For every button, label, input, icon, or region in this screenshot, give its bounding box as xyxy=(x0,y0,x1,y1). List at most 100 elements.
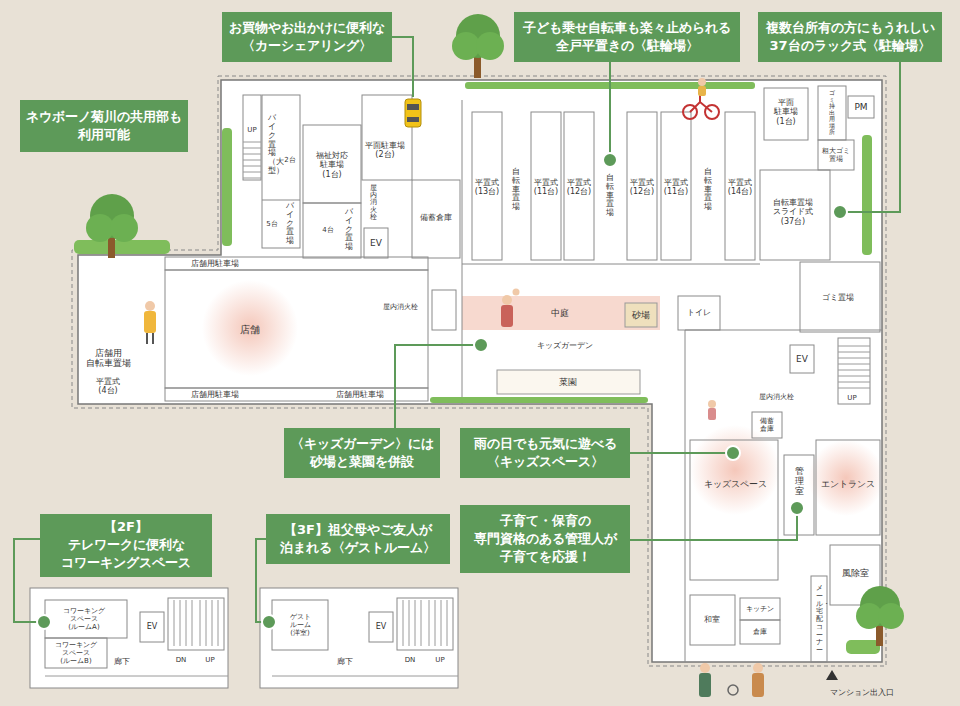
site-boundary xyxy=(72,76,886,666)
room-label: 平置式 (12台) xyxy=(564,178,594,196)
room-walls xyxy=(690,595,735,645)
room-label: ゴミ持出用場所 xyxy=(829,90,835,136)
callout-text: 【3F】祖父母やご友人が 泊まれる〈ゲストルーム〉 xyxy=(272,521,444,557)
upper-floor-plan xyxy=(45,600,228,676)
upper-floor-plan xyxy=(30,588,458,688)
callout-box: お買物やお出かけに便利な 〈カーシェアリング〉 xyxy=(222,12,392,62)
room-label: 福祉対応 駐車場 (1台) xyxy=(312,151,352,179)
room-walls xyxy=(432,290,456,330)
site-boundary xyxy=(72,76,886,666)
room-walls xyxy=(725,112,755,260)
person xyxy=(144,289,764,698)
room-walls xyxy=(165,388,428,401)
room-walls xyxy=(818,140,854,170)
tree xyxy=(878,603,904,629)
leader-line xyxy=(630,452,726,454)
leader-line xyxy=(392,37,413,97)
leader-dot xyxy=(603,153,617,167)
room-label: 自転車置場 xyxy=(704,168,712,212)
callout-box: 子育て・保育の 専門資格のある管理人が 子育てを応援！ xyxy=(460,505,630,573)
person xyxy=(699,673,711,697)
person xyxy=(752,673,764,697)
upper-floor-plan xyxy=(369,612,393,642)
stairs xyxy=(243,142,870,388)
room-walls xyxy=(685,330,882,662)
stairs xyxy=(243,142,261,178)
room-label: 2台 xyxy=(284,156,295,164)
room-walls xyxy=(800,262,880,332)
person xyxy=(501,305,513,327)
room-walls xyxy=(262,200,300,201)
room-walls xyxy=(165,86,882,662)
room-walls xyxy=(165,270,428,388)
person xyxy=(728,685,738,695)
room-walls xyxy=(690,440,778,580)
room-walls xyxy=(678,296,720,330)
room-label: 備蓄 倉庫 xyxy=(757,417,777,433)
bicycle xyxy=(683,78,719,119)
hedge xyxy=(430,397,648,403)
room-label: 平置式 (4台) xyxy=(88,377,128,395)
room-label: コワーキング スペース (ルームA) xyxy=(58,607,110,631)
room-label: 屋内消火栓 xyxy=(370,185,377,221)
room-label: 平置式 (12台) xyxy=(627,178,657,196)
room-label: キッチン xyxy=(746,605,774,613)
room-walls xyxy=(816,440,880,535)
room-label: 自転車置場 xyxy=(512,168,520,212)
hedge xyxy=(74,240,170,254)
leader-dot xyxy=(37,615,51,629)
room-label: 風除室 xyxy=(842,568,869,578)
room-label: EV xyxy=(370,238,382,248)
room-walls xyxy=(784,455,814,535)
highlight-glow xyxy=(202,280,298,376)
room-walls xyxy=(848,96,874,118)
room-walls xyxy=(838,338,870,404)
upper-floor-plan xyxy=(45,638,107,668)
room-walls xyxy=(564,112,594,260)
room-label: UP xyxy=(847,394,856,402)
callout-text: 子ども乗せ自転車も楽々止められる 全戸平置きの〈駐輪場〉 xyxy=(520,19,734,55)
hedge xyxy=(862,135,872,255)
room-label: コワーキング スペース (ルームB) xyxy=(50,641,102,665)
room-label: UP xyxy=(247,126,256,134)
room-label: 廊下 xyxy=(337,657,353,666)
hedge xyxy=(222,128,232,246)
leader-line xyxy=(609,62,611,154)
room-label: 平面駐車場 (2台) xyxy=(362,141,408,159)
tree xyxy=(86,214,114,242)
room-label: トイレ xyxy=(687,308,711,317)
callout-text: お買物やお出かけに便利な 〈カーシェアリング〉 xyxy=(228,19,386,55)
car xyxy=(405,99,421,127)
courtyard xyxy=(462,296,660,394)
room-label: UP xyxy=(435,656,444,664)
room-label: PM xyxy=(854,102,867,112)
upper-floor-plan xyxy=(272,600,328,650)
room-label: EV xyxy=(147,622,158,631)
room-walls xyxy=(760,170,830,260)
room-label: 平置式 (13台) xyxy=(472,178,502,196)
leader-dot xyxy=(833,205,847,219)
stairs xyxy=(838,346,870,388)
room-label: バイク置場（大型） xyxy=(268,114,276,176)
callout-box: 【2F】テレワークに便利な コワーキングスペース xyxy=(40,514,212,577)
callout-box: 複数台所有の方にもうれしい 37台のラック式〈駐輪場〉 xyxy=(758,12,942,62)
room-label: 店舗用駐車場 xyxy=(336,390,384,399)
room-walls xyxy=(364,228,388,258)
upper-floor-plan xyxy=(140,612,164,642)
room-label: 中庭 xyxy=(551,308,569,318)
person xyxy=(145,301,155,311)
room-label: 店舗 xyxy=(240,324,260,336)
room-label: 管理室 xyxy=(795,467,804,497)
person xyxy=(144,311,156,333)
entrance-arrow xyxy=(826,670,838,680)
room-label: DN xyxy=(405,656,416,664)
upper-floor-plan xyxy=(45,600,127,638)
room-label: 4台 xyxy=(322,226,333,234)
person xyxy=(708,408,716,420)
tree xyxy=(476,32,504,60)
room-walls xyxy=(472,112,502,260)
room-label: 平置式 (14台) xyxy=(725,178,755,196)
room-label: 粗大ゴミ 置場 xyxy=(819,147,853,163)
room-label: 自転車置場 スライド式 (37台) xyxy=(763,198,823,226)
